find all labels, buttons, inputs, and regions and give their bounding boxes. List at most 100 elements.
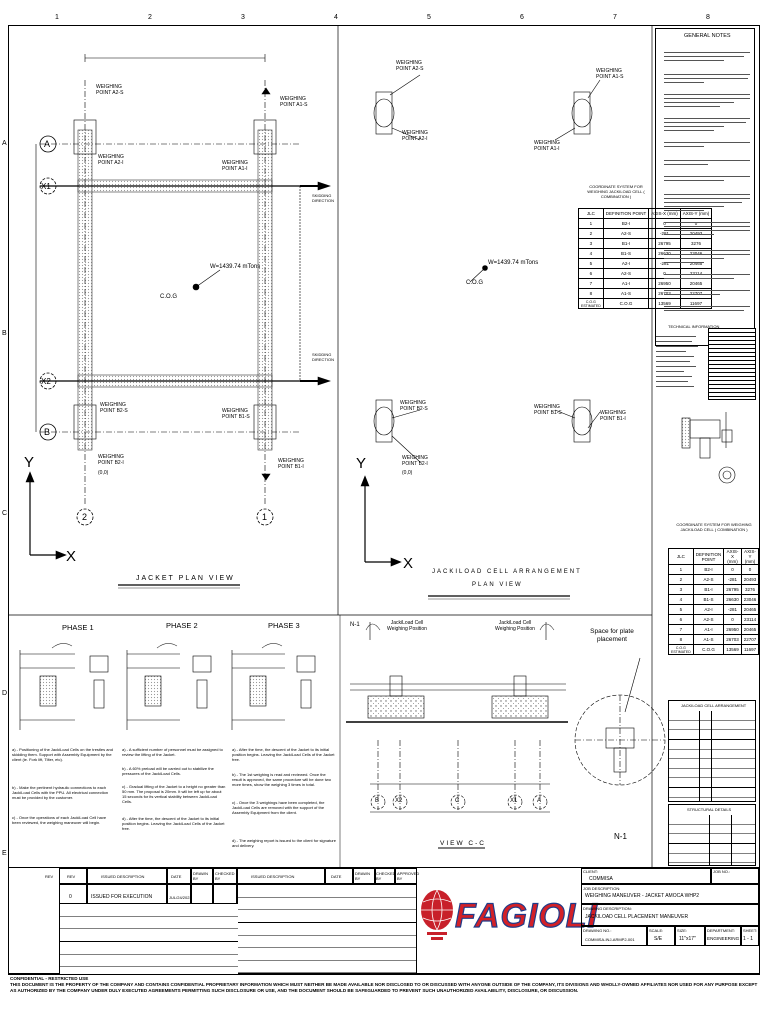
arr-axis-y: Y: [356, 455, 367, 472]
arr-wp-a2-i: WEIGHING POINT A2-I: [402, 130, 428, 142]
cell: C.O.G: [692, 644, 725, 655]
cell: 0: [723, 614, 742, 625]
arr-origin: (0,0): [402, 470, 413, 476]
cell: A2-S: [692, 614, 725, 625]
wp-b2-s-label: WEIGHING POINT B2-S: [100, 402, 128, 414]
zone-5: 5: [427, 14, 431, 21]
skidding-label-2: SKIDDING DIRECTION: [312, 352, 334, 362]
arr-axis-x: X: [403, 555, 414, 572]
grid-cc-x2: X2: [395, 798, 403, 804]
cell: 6: [578, 268, 604, 279]
cell: 8: [578, 288, 604, 299]
dwg-no-value: COMMISA-INJ-ARMP2-001: [585, 937, 635, 942]
zone-7: 7: [613, 14, 617, 21]
cell: 5: [668, 604, 694, 615]
coord-table-2-title: COORDINATE SYSTEM FOR WEIGHING JACKILOAD…: [676, 522, 752, 532]
cell: 4: [578, 248, 604, 259]
grid-cc-a: A: [537, 798, 542, 804]
cell: 8: [668, 634, 694, 645]
plan-view-title: JACKET PLAN VIEW: [136, 575, 235, 582]
cell: 26630: [723, 594, 742, 605]
rev0-date: JUL/24/2023: [169, 895, 192, 900]
arrangement-table-title: JACKILOAD CELL ARRANGEMENT: [681, 703, 747, 708]
cell: 1: [668, 564, 694, 575]
load-table-mini: [708, 328, 756, 400]
cell: 26703: [723, 634, 742, 645]
confidential-body: THIS DOCUMENT IS THE PROPERTY OF THE COM…: [10, 982, 758, 993]
drawing-frame: [8, 25, 760, 975]
dept-label: DEPARTMENT:: [707, 928, 735, 933]
cell: B2-I: [692, 564, 725, 575]
date-header: DATE: [171, 874, 182, 879]
structural-table-title: STRUCTURAL DETAILS: [687, 807, 732, 812]
cell-position-right: JackiLoad Cell Weighing Position: [495, 620, 535, 632]
cell: 5: [578, 258, 604, 269]
cell: 11697: [679, 298, 713, 309]
cell: C.O.G ESTIMATED: [578, 298, 604, 309]
cell: B1-I: [692, 584, 725, 595]
zone-3: 3: [241, 14, 245, 21]
approved-header: APPROVED BY: [397, 871, 420, 881]
project-value: WEIGHING MANEUVER - JACKET AMOCA WHP2: [585, 893, 700, 899]
zone-e: E: [2, 850, 7, 857]
arr-weight: W=1439.74 mTons: [488, 260, 539, 266]
cell: A2-S: [602, 268, 650, 279]
cell: A1-S: [602, 288, 650, 299]
zone-1: 1: [55, 14, 59, 21]
coord-table-1-title: COORDINATE SYSTEM FOR WEIGHING JACKILOAD…: [587, 184, 645, 199]
cell: 20465: [740, 624, 760, 635]
cell: B1-S: [692, 594, 725, 605]
title-block: REV ISSUED DESCRIPTION DATE DRAWN BY CHE…: [8, 867, 760, 974]
drawing-desc-label: DRAWING DESCRIPTION:: [583, 906, 632, 911]
arr-wp-b2-s: WEIGHING POINT B2-S: [400, 400, 428, 412]
wp-b1-s-label: WEIGHING POINT B1-S: [222, 408, 250, 420]
phase-2-title: PHASE 2: [166, 621, 198, 630]
cell: A1-S: [692, 634, 725, 645]
cell: 3: [668, 584, 694, 595]
phase-1-title: PHASE 1: [62, 623, 94, 632]
grid-cc-x1: X1: [510, 798, 518, 804]
phase-3-note-c: c) - Once the 3 weighings have been comp…: [232, 800, 325, 815]
company-logo: FAGIOLI: [454, 897, 598, 935]
skidding-label-1: SKIDDING DIRECTION: [312, 193, 334, 203]
cell: 20465: [740, 604, 760, 615]
cell: 11697: [740, 644, 760, 655]
cell: A2-I: [602, 258, 650, 269]
cell: 3: [578, 238, 604, 249]
project-label: JOB DESCRIPTION:: [583, 886, 621, 891]
zone-8: 8: [706, 14, 710, 21]
globe-logo-icon: [421, 889, 453, 940]
wp-a1-i-label: WEIGHING POINT A1-I: [222, 160, 248, 172]
rev-header-2: REV: [45, 874, 54, 879]
cell-position-left: JackiLoad Cell Weighing Position: [387, 620, 427, 632]
structural-table: STRUCTURAL DETAILS: [668, 804, 756, 866]
cell: 13569: [723, 644, 742, 655]
zone-b: B: [2, 330, 7, 337]
cell: 0: [740, 564, 760, 575]
cell: C.O.G ESTIMATED: [668, 644, 694, 655]
plate-space-label: Space for plate placement: [590, 628, 634, 643]
zone-d: D: [2, 690, 8, 697]
checked-header-2: CHECKED BY: [376, 871, 396, 881]
phase-1-note-a: a) - Positioning of the JackiLoad Cells …: [12, 747, 113, 762]
cell: A2-S: [602, 228, 650, 239]
cell: 2: [668, 574, 694, 585]
wp-b2-i-label: WEIGHING POINT B2-I: [98, 454, 124, 466]
phase-2-note-a: a) - A sufficient number of personnel mu…: [122, 747, 223, 757]
phase-3-title: PHASE 3: [268, 621, 300, 630]
zone-a: A: [2, 140, 7, 147]
client-label: CLIENT:: [583, 869, 598, 874]
job-no-label: JOB NO.:: [713, 869, 731, 874]
checked-header: CHECKED BY: [215, 871, 235, 881]
cell: 0: [723, 564, 742, 575]
arr-wp-a2-s: WEIGHING POINT A2-S: [396, 60, 424, 72]
arr-wp-a1-s: WEIGHING POINT A1-S: [596, 68, 624, 80]
drawn-header-2: DRAWN BY: [355, 871, 370, 881]
cell: B2-I: [602, 218, 650, 229]
client-value: COMMISA: [589, 876, 613, 882]
cell: A2-I: [692, 604, 725, 615]
cell: 20493: [740, 574, 760, 585]
plan-origin: (0,0): [98, 470, 109, 476]
